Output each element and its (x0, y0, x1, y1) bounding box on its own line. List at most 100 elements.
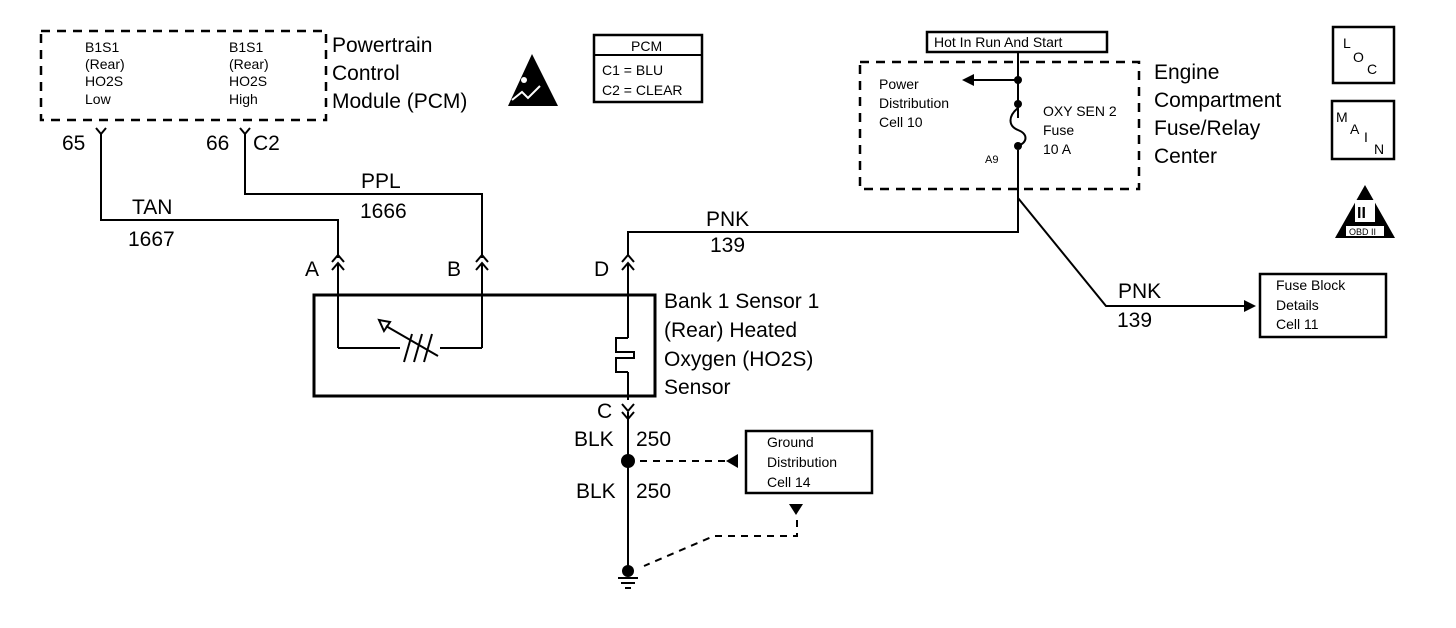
svg-text:Power: Power (879, 76, 919, 92)
wire-pnk-fuse-circuit: 139 (1117, 309, 1152, 332)
pcm-connector-legend: PCM C1 = BLU C2 = CLEAR (592, 33, 704, 104)
svg-text:II: II (1357, 205, 1366, 222)
pcm-pin-66-terminal (239, 127, 251, 136)
wire-tan-circuit: 1667 (128, 228, 175, 251)
ground-dashed-return (643, 520, 798, 567)
wire-pnk-d-circuit: 139 (710, 234, 745, 257)
heater-element-icon (615, 263, 635, 400)
pcm-pin-65-terminal (95, 127, 107, 136)
connector-a-label: A (305, 258, 319, 281)
svg-text:Fuse/Relay: Fuse/Relay (1154, 117, 1261, 140)
svg-text:Cell 11: Cell 11 (1276, 316, 1319, 332)
pcm-connector-c2: C2 (253, 132, 280, 155)
sensor-box (312, 293, 657, 398)
fuse-icon (1009, 100, 1027, 150)
svg-text:M: M (1336, 109, 1348, 125)
svg-text:Engine: Engine (1154, 61, 1219, 84)
fuse-center-box (858, 60, 1141, 191)
splice-point (621, 454, 635, 468)
svg-text:HO2S: HO2S (85, 73, 123, 89)
svg-text:I: I (1364, 129, 1368, 145)
svg-text:B1S1: B1S1 (229, 39, 263, 55)
svg-text:Bank 1 Sensor 1: Bank 1 Sensor 1 (664, 290, 819, 313)
svg-text:(Rear) Heated: (Rear) Heated (664, 319, 797, 342)
svg-text:O: O (1353, 49, 1364, 65)
connector-c-label: C (597, 400, 612, 423)
connector-b-icon (475, 253, 489, 348)
svg-text:PCM: PCM (631, 38, 662, 54)
oxy-sen-fuse-label: OXY SEN 2 Fuse 10 A (1043, 103, 1117, 157)
svg-text:L: L (1343, 35, 1351, 51)
connector-b-label: B (447, 258, 461, 281)
pcm-box (39, 29, 328, 122)
obd-ii-icon: II OBD II (1335, 185, 1395, 238)
svg-text:Cell 14: Cell 14 (767, 474, 811, 490)
power-dist-arrow-icon (962, 74, 974, 86)
wire-pnk-139-to-d (627, 150, 1019, 255)
svg-text:10 A: 10 A (1043, 141, 1072, 157)
svg-text:High: High (229, 91, 258, 107)
hot-in-run-label: Hot In Run And Start (934, 34, 1063, 50)
pcm-pin-65: 65 (62, 132, 85, 155)
svg-text:(Rear): (Rear) (85, 56, 125, 72)
ground-ref-down-arrow-icon (789, 504, 803, 515)
svg-text:Powertrain: Powertrain (332, 34, 432, 57)
wire-pnk-fuse-color: PNK (1118, 280, 1161, 303)
variable-resistor-icon (338, 318, 482, 363)
svg-text:OXY SEN 2: OXY SEN 2 (1043, 103, 1117, 119)
svg-text:Details: Details (1276, 297, 1319, 313)
ground-distribution-label: Ground Distribution Cell 14 (767, 434, 837, 490)
sensor-label: Bank 1 Sensor 1 (Rear) Heated Oxygen (HO… (664, 290, 819, 399)
loc-icon: L O C (1331, 25, 1396, 85)
pcm-high-pin-label: B1S1 (Rear) HO2S High (229, 39, 269, 107)
fuse-block-label: Fuse Block Details Cell 11 (1276, 277, 1346, 332)
svg-text:Control: Control (332, 62, 400, 85)
svg-text:B1S1: B1S1 (85, 39, 119, 55)
wire-tan-1667 (100, 134, 339, 258)
wire-ppl-color: PPL (361, 170, 401, 193)
ground-icon (618, 565, 638, 589)
fuse-center-title: Engine Compartment Fuse/Relay Center (1154, 61, 1281, 168)
pcm-low-pin-label: B1S1 (Rear) HO2S Low (85, 39, 125, 107)
svg-text:HO2S: HO2S (229, 73, 267, 89)
wire-tan-color: TAN (132, 196, 172, 219)
ground-ref-arrow-icon (726, 454, 738, 468)
main-icon: M A I N (1330, 99, 1396, 161)
connector-a-icon (331, 253, 345, 348)
svg-text:Module (PCM): Module (PCM) (332, 90, 467, 113)
svg-text:Oxygen (HO2S): Oxygen (HO2S) (664, 348, 813, 371)
svg-text:C: C (1367, 61, 1377, 77)
svg-text:Ground: Ground (767, 434, 814, 450)
svg-text:C1 = BLU: C1 = BLU (602, 62, 663, 78)
wire-blk-top-circuit: 250 (636, 428, 671, 451)
wire-pnk-139-to-fuse-block (1017, 190, 1246, 307)
fuse-pin-a9: A9 (985, 154, 998, 166)
svg-text:Compartment: Compartment (1154, 89, 1281, 112)
connector-d-label: D (594, 258, 609, 281)
svg-text:Sensor: Sensor (664, 376, 731, 399)
svg-text:A: A (1350, 121, 1360, 137)
svg-text:C2 = CLEAR: C2 = CLEAR (602, 82, 683, 98)
svg-text:Distribution: Distribution (767, 454, 837, 470)
svg-text:N: N (1374, 141, 1384, 157)
ground-distribution-box (744, 429, 874, 495)
esd-warning-icon (508, 54, 558, 106)
wire-ppl-1666 (244, 134, 483, 258)
wire-blk-top-color: BLK (574, 428, 614, 451)
pcm-pin-66: 66 (206, 132, 229, 155)
fuse-block-arrow-icon (1244, 300, 1256, 312)
svg-text:Cell 10: Cell 10 (879, 114, 923, 130)
svg-text:(Rear): (Rear) (229, 56, 269, 72)
wire-pnk-d-color: PNK (706, 208, 749, 231)
svg-text:Fuse Block: Fuse Block (1276, 277, 1346, 293)
wire-blk-bottom-color: BLK (576, 480, 616, 503)
fuse-block-box (1258, 272, 1388, 339)
svg-text:OBD II: OBD II (1349, 227, 1376, 237)
svg-text:Distribution: Distribution (879, 95, 949, 111)
svg-text:Low: Low (85, 91, 112, 107)
power-distribution-label: Power Distribution Cell 10 (879, 76, 949, 130)
wire-ppl-circuit: 1666 (360, 200, 407, 223)
svg-text:Fuse: Fuse (1043, 122, 1074, 138)
wire-blk-bottom-circuit: 250 (636, 480, 671, 503)
